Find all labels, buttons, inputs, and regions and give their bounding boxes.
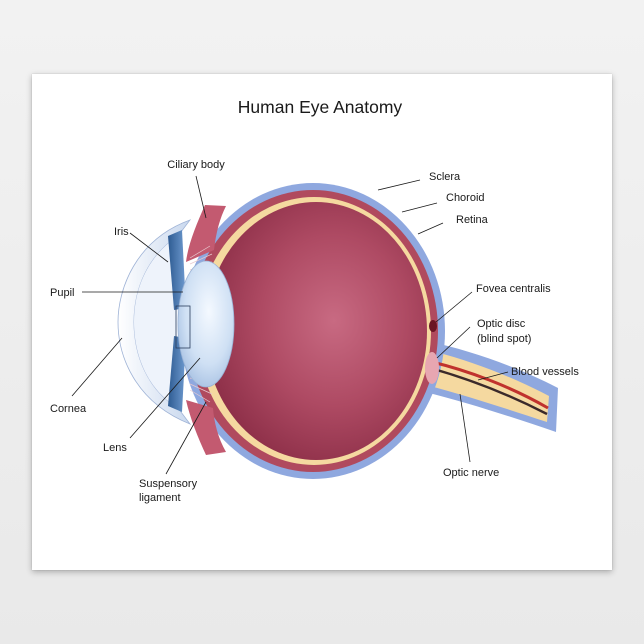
label-optic-disc: Optic disc bbox=[477, 318, 526, 330]
blood-vessel bbox=[431, 360, 549, 410]
label-sclera: Sclera bbox=[429, 171, 461, 183]
label-cornea: Cornea bbox=[50, 403, 87, 415]
diagram-title: Human Eye Anatomy bbox=[238, 97, 403, 117]
lens bbox=[177, 260, 235, 388]
iris-upper bbox=[168, 230, 186, 310]
label-iris: Iris bbox=[114, 226, 129, 238]
label-optic-nerve: Optic nerve bbox=[443, 467, 499, 479]
ciliary-body-lower bbox=[186, 400, 226, 455]
fovea-centralis bbox=[429, 320, 437, 332]
pupil bbox=[175, 305, 191, 349]
label-fovea-centralis: Fovea centralis bbox=[476, 283, 551, 295]
label-pupil: Pupil bbox=[50, 287, 74, 299]
label-lens: Lens bbox=[103, 442, 127, 454]
label-retina: Retina bbox=[456, 214, 489, 226]
ciliary-body bbox=[186, 205, 226, 262]
optic-disc bbox=[425, 352, 439, 384]
vitreous-body bbox=[205, 202, 427, 460]
label-suspensory-sub: ligament bbox=[139, 492, 181, 504]
label-suspensory: Suspensory bbox=[139, 478, 198, 490]
label-ciliary-body: Ciliary body bbox=[167, 159, 225, 171]
label-optic-disc-sub: (blind spot) bbox=[477, 333, 531, 345]
label-blood-vessels: Blood vessels bbox=[511, 366, 579, 378]
blood-vessel-dark bbox=[429, 366, 548, 416]
label-choroid: Choroid bbox=[446, 192, 485, 204]
leader-lines bbox=[71, 175, 509, 475]
